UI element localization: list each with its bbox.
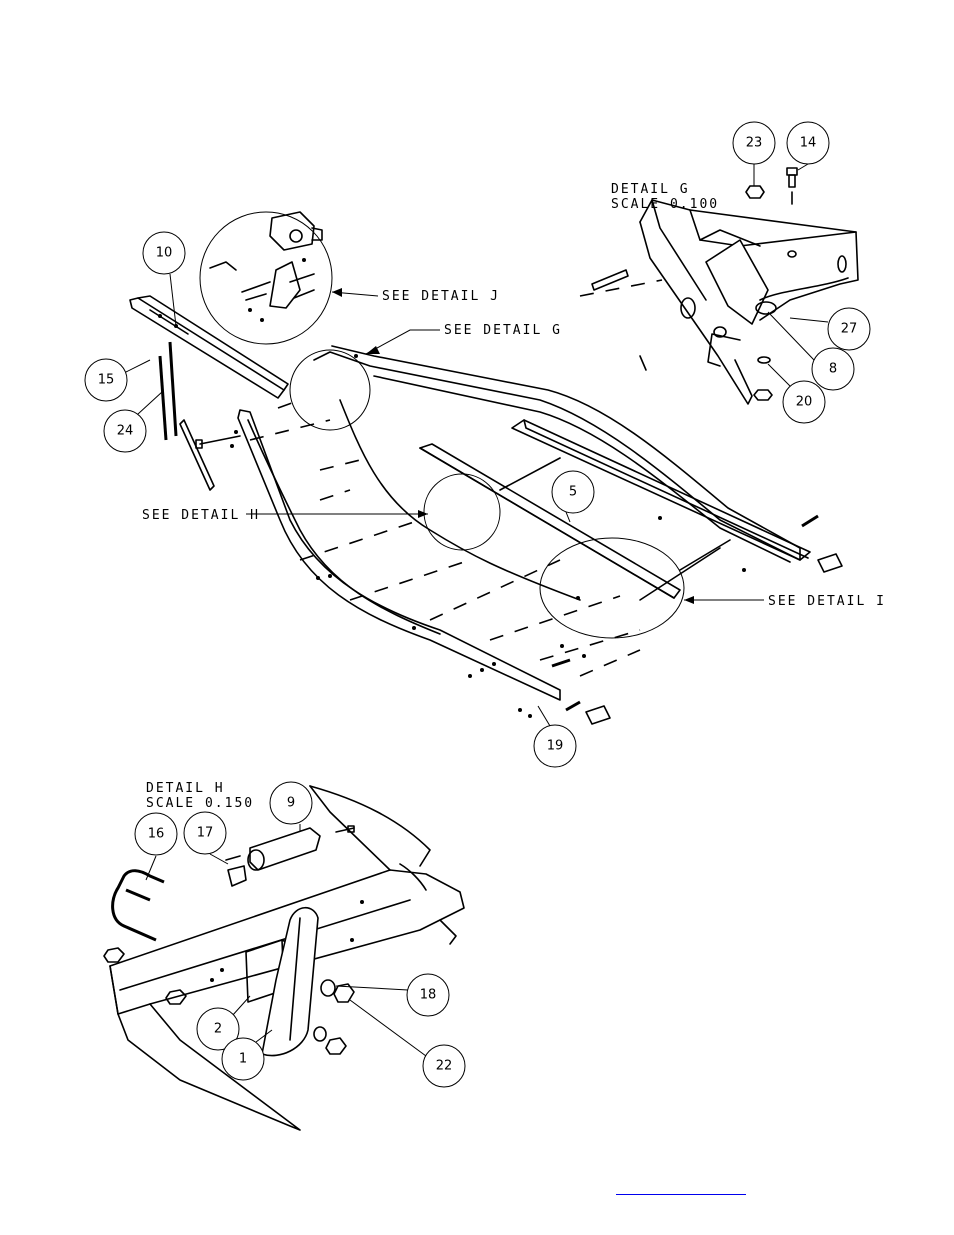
detail-h-upright bbox=[261, 906, 319, 1057]
callout-see-detail-i: SEE DETAIL I bbox=[684, 594, 886, 609]
balloon-15: 15 bbox=[84, 358, 151, 402]
detail-g-hex-nut bbox=[745, 185, 765, 199]
balloon-9: 9 bbox=[269, 781, 313, 832]
callout-see-detail-h: SEE DETAIL H bbox=[142, 508, 428, 523]
svg-text:5: 5 bbox=[569, 485, 577, 500]
detail-g-scale: SCALE 0.100 bbox=[611, 197, 719, 212]
balloon-8: 8 bbox=[767, 311, 855, 391]
svg-text:2: 2 bbox=[214, 1022, 222, 1037]
see-detail-g-label: SEE DETAIL G bbox=[444, 323, 562, 338]
svg-text:16: 16 bbox=[148, 827, 165, 842]
detail-g-view: DETAIL G SCALE 0.100 bbox=[579, 167, 859, 405]
hardware-points bbox=[230, 354, 746, 718]
detail-j-view bbox=[199, 211, 333, 345]
callout-see-detail-g: SEE DETAIL G bbox=[365, 323, 562, 355]
balloon-5: 5 bbox=[551, 470, 595, 523]
svg-text:8: 8 bbox=[829, 362, 837, 377]
callout-see-detail-j: SEE DETAIL J bbox=[331, 288, 500, 304]
see-detail-j-label: SEE DETAIL J bbox=[382, 289, 500, 304]
detail-h-marker-circle bbox=[423, 473, 501, 551]
detail-h-pin-bracket bbox=[247, 825, 355, 871]
balloon-20: 20 bbox=[767, 363, 826, 424]
detail-h-bolt bbox=[225, 855, 247, 887]
balloon-17: 17 bbox=[183, 811, 229, 865]
strap-link bbox=[179, 419, 215, 491]
svg-text:15: 15 bbox=[98, 373, 115, 388]
see-detail-i-label: SEE DETAIL I bbox=[768, 594, 886, 609]
bolt-left bbox=[195, 435, 241, 449]
cable bbox=[339, 399, 581, 601]
detail-h-scale: SCALE 0.150 bbox=[146, 796, 254, 811]
see-detail-h-label: SEE DETAIL H bbox=[142, 508, 260, 523]
u-bolt bbox=[111, 869, 165, 942]
balloon-1: 1 bbox=[221, 1029, 273, 1081]
detail-i-marker-circle bbox=[539, 537, 685, 639]
end-cap-right bbox=[801, 514, 843, 573]
svg-text:1: 1 bbox=[239, 1052, 247, 1067]
balloon-16: 16 bbox=[134, 812, 178, 881]
svg-text:22: 22 bbox=[436, 1059, 453, 1074]
cross-brace bbox=[499, 457, 731, 601]
left-rail bbox=[237, 409, 561, 701]
svg-text:18: 18 bbox=[420, 988, 437, 1003]
chain bbox=[158, 341, 178, 441]
exploded-view-guides bbox=[249, 399, 641, 677]
end-cap-left bbox=[551, 658, 611, 725]
detail-g-title: DETAIL G bbox=[611, 182, 690, 197]
detail-g-bolt bbox=[786, 167, 798, 188]
svg-text:14: 14 bbox=[800, 136, 817, 151]
detail-g-bracket bbox=[579, 191, 859, 405]
svg-text:19: 19 bbox=[547, 739, 564, 754]
balloon-22: 22 bbox=[349, 999, 466, 1088]
balloon-14: 14 bbox=[786, 121, 830, 171]
balloon-10: 10 bbox=[142, 231, 186, 327]
svg-text:23: 23 bbox=[746, 136, 763, 151]
balloon-24: 24 bbox=[103, 391, 163, 453]
balloon-18: 18 bbox=[335, 973, 450, 1017]
svg-text:10: 10 bbox=[156, 246, 173, 261]
svg-text:20: 20 bbox=[796, 395, 813, 410]
detail-g-washer-nut bbox=[753, 356, 773, 401]
balloon-2: 2 bbox=[196, 995, 251, 1051]
balloon-27: 27 bbox=[789, 307, 871, 351]
balloon-23: 23 bbox=[732, 121, 776, 186]
detail-h-washers-nuts bbox=[103, 947, 355, 1055]
balloon-19: 19 bbox=[533, 705, 577, 768]
detail-h-title: DETAIL H bbox=[146, 781, 225, 796]
cross-member-long bbox=[419, 443, 681, 599]
svg-text:9: 9 bbox=[287, 796, 295, 811]
detail-g-marker-circle bbox=[289, 349, 371, 431]
cross-member-upper bbox=[511, 419, 811, 561]
svg-text:27: 27 bbox=[841, 322, 858, 337]
main-frame-assembly bbox=[129, 295, 843, 725]
svg-text:24: 24 bbox=[117, 424, 134, 439]
svg-text:17: 17 bbox=[197, 826, 214, 841]
detail-h-view: DETAIL H SCALE 0.150 bbox=[103, 781, 465, 1131]
upper-handle-tube bbox=[129, 295, 289, 399]
footer-link[interactable] bbox=[616, 1180, 746, 1195]
